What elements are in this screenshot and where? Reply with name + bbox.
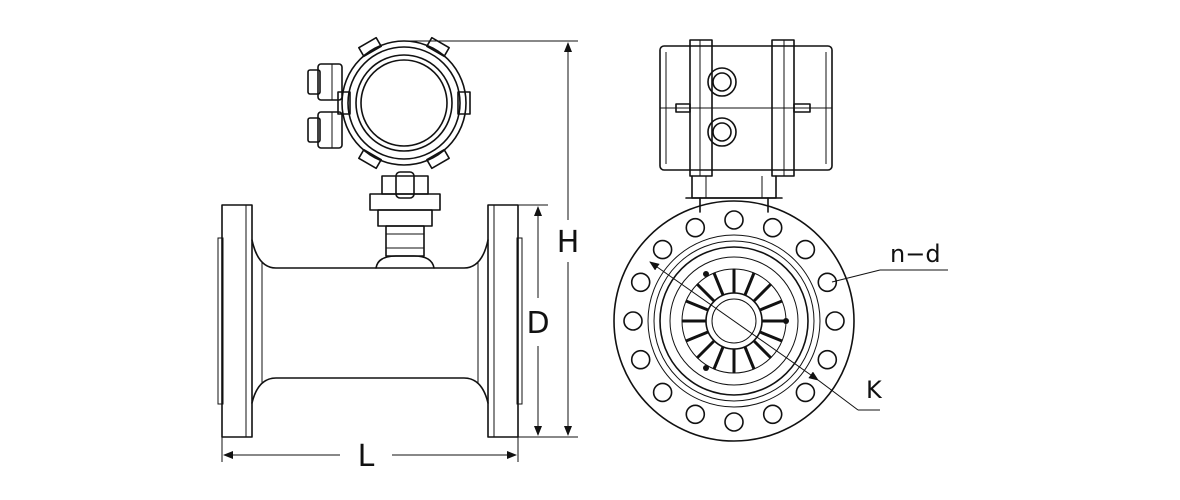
dimension-label-l: L xyxy=(358,439,375,474)
callout-nd: n−d xyxy=(831,240,948,283)
callout-label-nd: n−d xyxy=(890,240,941,268)
dimension-diameter: D xyxy=(518,204,578,438)
callout-k: K xyxy=(649,261,883,411)
sensor-stem xyxy=(369,171,441,269)
left-flange xyxy=(217,204,253,438)
side-view xyxy=(217,36,523,438)
right-flange xyxy=(487,204,523,438)
converter-head xyxy=(307,36,471,170)
callout-label-k: K xyxy=(866,376,883,404)
converter-box xyxy=(659,39,833,213)
dimension-label-d: D xyxy=(526,306,549,341)
dimension-label-h: H xyxy=(557,225,580,260)
front-view: K n−d xyxy=(613,39,948,442)
dimension-length: L xyxy=(221,437,519,474)
pipe-body xyxy=(251,239,489,269)
dimension-height: H xyxy=(404,40,580,436)
